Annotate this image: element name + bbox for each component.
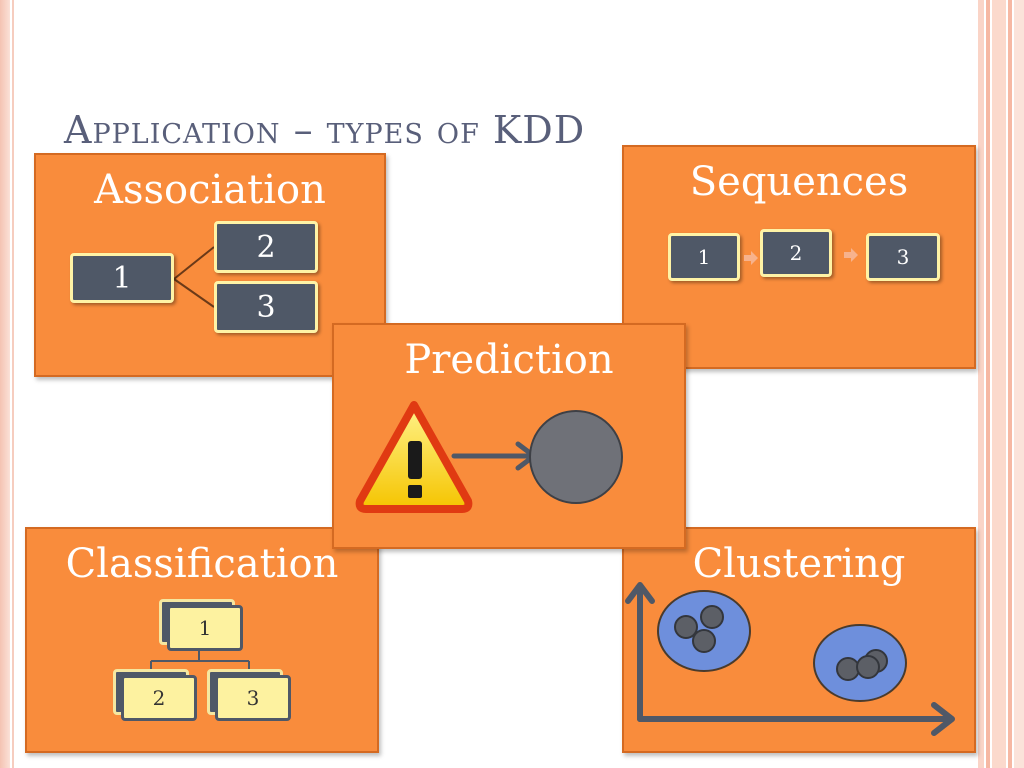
sequences-node-1: 1 [668,233,740,281]
association-title: Association [94,167,326,213]
prediction-panel: Prediction [332,323,686,549]
left-decorative-rail [0,0,14,768]
slide-title: Application – types of KDD [64,108,586,152]
association-node-1: 1 [70,253,174,303]
classification-node-1: 1 [159,599,243,651]
cluster-group-2 [813,624,907,702]
prediction-outcome-circle [529,410,623,504]
classification-title: Classification [65,541,339,587]
right-decorative-rail [978,0,1024,768]
prediction-title: Prediction [404,337,614,383]
sequences-title: Sequences [689,159,909,205]
association-connector [173,246,215,308]
sequences-node-2: 2 [760,229,832,277]
association-panel: Association 1 2 3 [34,153,386,377]
warning-icon [355,401,473,513]
classification-node-2: 2 [113,669,197,721]
clustering-axes [625,582,955,736]
cluster-group-1 [657,590,751,672]
classification-node-3: 3 [207,669,291,721]
clustering-title: Clustering [692,541,906,587]
clustering-panel: Clustering [622,527,976,753]
classification-tree-lines [150,651,250,669]
association-node-3: 3 [214,281,318,333]
classification-panel: Classification 1 2 3 [25,527,379,753]
sequences-arrow-icon [744,251,758,265]
sequences-panel: Sequences 1 2 3 [622,145,976,369]
association-node-2: 2 [214,221,318,273]
sequences-arrow-icon [844,248,858,262]
sequences-node-3: 3 [866,233,940,281]
